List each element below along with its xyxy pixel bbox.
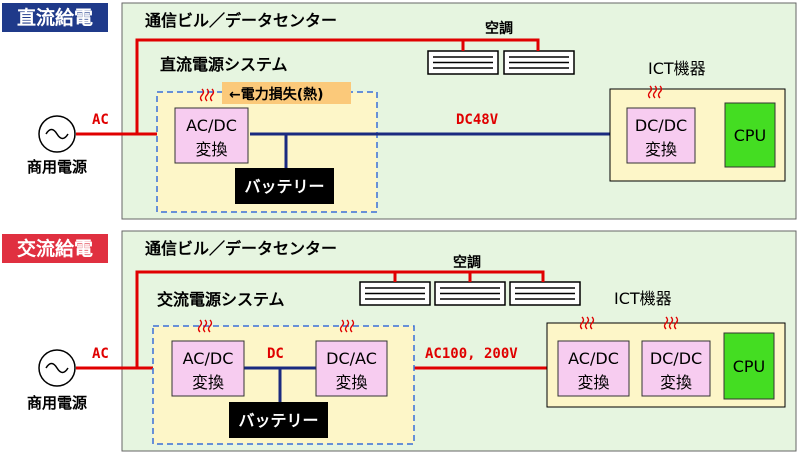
ac-section-tag	[2, 234, 108, 263]
ac-bus-label: AC100, 200V	[425, 346, 518, 362]
ac-ict-converter-1-box: AC/DC 変換	[557, 340, 630, 397]
dc-sine-icon	[45, 128, 69, 140]
ac-inverter-box: DC/AC 変換	[315, 340, 388, 397]
dc-battery-box	[235, 168, 334, 204]
ac-ict-title: ICT機器	[614, 289, 672, 308]
ac-input-ac-label: AC	[92, 346, 109, 362]
dc-ict-title: ICT機器	[648, 59, 706, 78]
dc-ict-converter-label-1: DC/DC	[635, 116, 687, 135]
ac-power-system-title: 交流電源システム	[157, 290, 285, 309]
dc-power-section: 直流給電 通信ビル／データセンター 空調 直流電源システム ←電	[2, 2, 797, 220]
ac-inverter-label-2: 変換	[335, 373, 367, 392]
dc-rectifier-label-1: AC/DC	[186, 116, 237, 135]
dc-facility-title: 通信ビル／データセンター	[145, 11, 337, 30]
ac-rectifier-label-2: 変換	[192, 373, 224, 392]
ac-dc-link-label: DC	[267, 346, 284, 362]
ac-facility-title: 通信ビル／データセンター	[145, 239, 337, 258]
ac-ict-converter-1-label-2: 変換	[577, 373, 609, 392]
ac-power-section: 交流給電 通信ビル／データセンター 空調	[2, 230, 797, 452]
ac-section-tag-label: 交流給電	[17, 237, 93, 260]
dc-power-system-title: 直流電源システム	[160, 55, 288, 74]
dc-cpu-box	[724, 102, 776, 168]
ac-rectifier-box: AC/DC 変換	[171, 340, 245, 397]
dc-ac-wiring	[76, 38, 540, 136]
ac-ict-converter-2-label-1: DC/DC	[650, 349, 702, 368]
ac-hvac-unit-3	[509, 281, 581, 306]
ac-utility-label: 商用電源	[27, 394, 87, 412]
dc-section-tag-label: 直流給電	[17, 6, 93, 29]
ac-sine-icon	[45, 362, 69, 374]
ac-hvac-label: 空調	[453, 254, 481, 271]
dc-ict-converter-label-2: 変換	[645, 140, 677, 159]
dc-bus-label: DC48V	[456, 112, 499, 128]
dc-hvac-label: 空調	[485, 20, 513, 37]
ac-inverter-label-1: DC/AC	[326, 349, 377, 368]
ac-hvac-unit-1	[359, 281, 431, 306]
ac-battery-label: バッテリー	[238, 411, 318, 430]
ac-cpu-box	[723, 332, 775, 400]
dc-rectifier-box: AC/DC 変換	[174, 107, 249, 164]
dc-section-tag	[2, 3, 108, 32]
power-loss-note-label: ←電力損失(熱)	[229, 86, 324, 103]
dc-cpu-label: CPU	[734, 126, 767, 145]
power-loss-note	[222, 82, 351, 104]
dc-utility-label: 商用電源	[27, 158, 87, 176]
dc-hvac-unit-1	[427, 50, 499, 75]
dc-ict-converter-box: DC/DC 変換	[626, 107, 696, 164]
ac-rectifier-label-1: AC/DC	[183, 349, 234, 368]
ac-ict-converter-2-label-2: 変換	[660, 373, 692, 392]
ac-ict-converter-2-box: DC/DC 変換	[641, 340, 711, 397]
dc-input-ac-label: AC	[92, 112, 109, 128]
dc-rectifier-label-2: 変換	[195, 140, 227, 159]
ac-ict-converter-1-label-1: AC/DC	[568, 349, 619, 368]
dc-hvac-unit-2	[503, 50, 575, 75]
ac-battery-box	[229, 402, 328, 438]
ac-hvac-unit-2	[434, 281, 506, 306]
ac-cpu-label: CPU	[733, 357, 766, 376]
dc-battery-label: バッテリー	[244, 177, 324, 196]
